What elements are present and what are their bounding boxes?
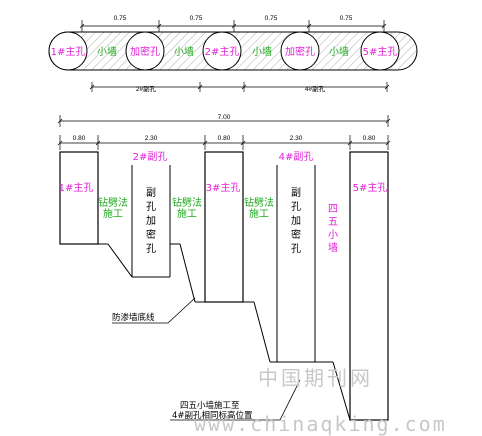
secondary-hole-2-outline: [98, 165, 205, 303]
plan-hole-5-main: [360, 31, 400, 71]
drill-method-label-3: 钻劈法施工: [244, 196, 274, 220]
secondary-hole-2-label: 2#副孔: [133, 151, 168, 163]
plan-view: 0.75 0.75 0.75 0.75 1#主孔 加密孔 2#主孔 加密孔 5#…: [48, 15, 418, 93]
note-line-2: 4#副孔相同标高位置: [172, 410, 253, 421]
plan-hole-2-main: [202, 31, 242, 71]
section-segment-dimension: [57, 135, 391, 150]
plan-span-line: [89, 82, 390, 92]
note-line-1: 四五小墙施工至: [180, 400, 240, 411]
plan-wall-2: 小墙: [174, 45, 194, 58]
plan-wall-1: 小墙: [97, 45, 117, 58]
seepage-leader: [112, 297, 196, 324]
note-leader: [170, 379, 301, 421]
plan-hole-infill-b: [280, 31, 320, 71]
plan-spacing-3: 0.75: [265, 15, 278, 22]
watermark-url: www.chinaqking.com: [194, 412, 447, 436]
plan-wall-4: 小墙: [329, 45, 349, 58]
main-hole-3-label: 3#主孔: [206, 182, 241, 194]
plan-label-hole-5: 5#主孔: [363, 46, 398, 58]
plan-label-hole-2: 2#主孔: [205, 46, 240, 58]
main-hole-5-label: 5#主孔: [353, 182, 388, 194]
segment-width-4: 2.30: [290, 135, 303, 142]
seepage-bottom-label: 防渗墙底线: [112, 312, 155, 323]
plan-spacing-4: 0.75: [340, 15, 353, 22]
main-hole-1-label: 1#主孔: [59, 182, 94, 194]
plan-spacing-2: 0.75: [190, 15, 203, 22]
wall-45-label: 四五小墙: [328, 204, 338, 254]
main-hole-1-column: [59, 151, 99, 245]
main-hole-5-column: [349, 151, 389, 421]
plan-hole-1-main: [48, 31, 88, 71]
main-hole-3-column: [204, 151, 244, 303]
segment-width-3: 0.80: [218, 135, 231, 142]
segment-width-2: 2.30: [145, 135, 158, 142]
secondary-hole-4-label: 4#副孔: [279, 151, 314, 163]
plan-label-hole-1: 1#主孔: [51, 46, 86, 58]
plan-hole-infill-a: [125, 31, 165, 71]
segment-width-5: 0.80: [363, 135, 376, 142]
plan-span-4: 4#副孔: [305, 84, 326, 93]
section-view: 7.00 0.80 2.30 0.80 2.30 0.80: [57, 114, 391, 421]
infill-hole-label-a: 副孔加密孔: [146, 187, 156, 255]
section-total-dimension: [57, 115, 391, 127]
watermark-cn: 中国期刊网: [258, 366, 373, 390]
segment-width-1: 0.80: [73, 135, 86, 142]
section-total-width: 7.00: [218, 114, 231, 121]
plan-label-infill-a: 加密孔: [130, 45, 160, 58]
secondary-hole-4-outline: [243, 165, 351, 421]
plan-label-infill-b: 加密孔: [285, 45, 315, 58]
plan-wall-3: 小墙: [252, 45, 272, 58]
plan-dimension-line: [79, 20, 387, 32]
plan-span-2: 2#副孔: [136, 84, 157, 93]
drill-method-label-1: 钻劈法施工: [98, 196, 128, 220]
drill-method-label-2: 钻劈法施工: [172, 196, 202, 220]
plan-spacing-1: 0.75: [114, 15, 127, 22]
infill-hole-label-b: 副孔加密孔: [291, 187, 301, 255]
